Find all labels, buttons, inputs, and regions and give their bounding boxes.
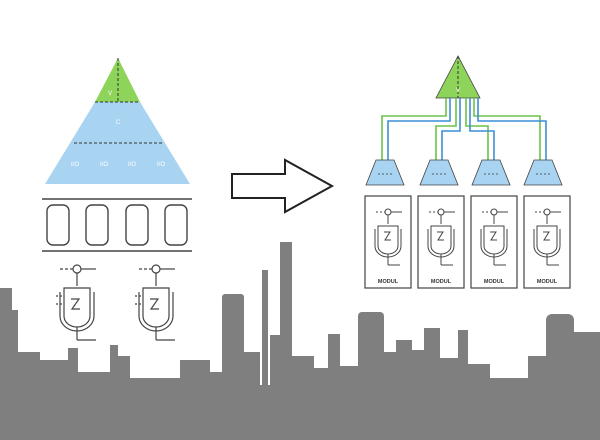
module-controller [419,159,459,186]
module-label: MODUL [537,279,558,285]
module-controller [471,159,511,186]
module-controller [523,159,563,186]
right-pyramid-top-label: V [456,88,460,94]
left-io-label-1: I/O [71,162,79,168]
left-pyramid-middle-label: C [116,120,121,126]
left-automation-pyramid: V C I/O I/O I/O I/O [45,58,190,184]
left-io-label-3: I/O [128,162,136,168]
reactor-vessel-icon [533,208,561,266]
right-automation-pyramid: V [364,55,571,289]
reactor-vessel-icon [480,208,508,266]
right-arrow-icon [231,158,335,214]
industrial-skyline-icon [0,242,600,440]
left-io-label-2: I/O [100,162,108,168]
pyramid-middle-section [45,102,190,184]
tank-icon [85,204,109,246]
reactor-vessel-icon [427,208,455,266]
module-box: MODUL [364,195,412,289]
reactor-vessel-icon [374,208,402,266]
left-io-label-4: I/O [157,162,165,168]
module-boxes: MODUL MODUL [364,195,571,289]
module-label: MODUL [484,279,505,285]
module-controller [365,159,405,186]
network-connections [381,98,547,160]
module-box: MODUL [523,195,571,289]
module-box: MODUL [470,195,518,289]
tank-icon [46,204,70,246]
reactor-vessel-icon [135,264,175,341]
tank-icon [125,204,149,246]
left-pyramid-top-label: V [108,91,112,97]
module-label: MODUL [378,279,399,285]
module-box: MODUL [417,195,465,289]
module-label: MODUL [431,279,452,285]
left-tank-rack [42,198,192,252]
tank-icon [164,204,188,246]
left-reactor-group [56,264,175,341]
reactor-vessel-icon [56,264,96,341]
module-controllers [365,159,563,186]
